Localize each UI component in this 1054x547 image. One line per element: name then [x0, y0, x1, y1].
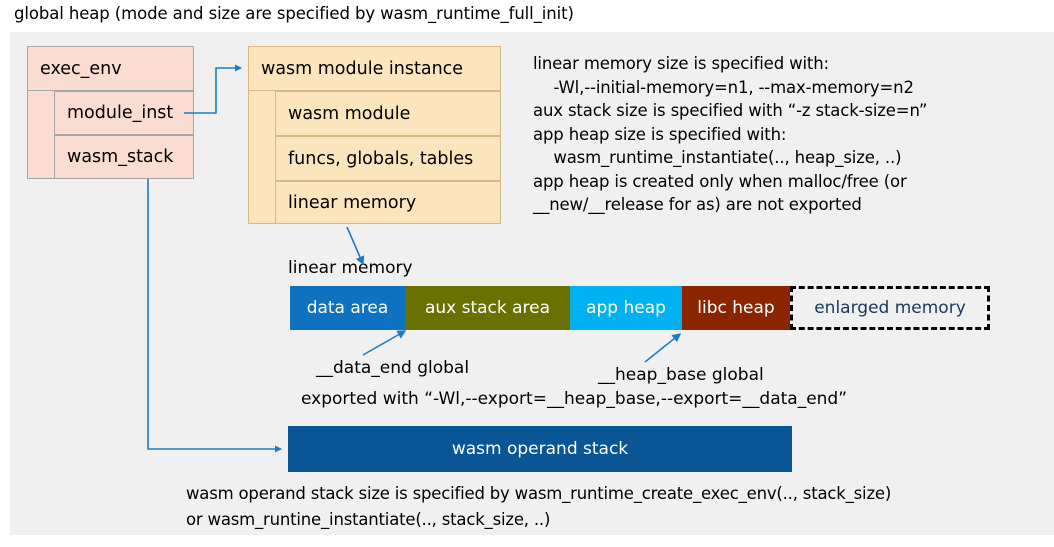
memory-segment-app-heap: app heap [570, 286, 682, 330]
linear-memory-bar: data area aux stack area app heap libc h… [290, 286, 990, 330]
exec-env-field-module-inst: module_inst [54, 91, 194, 135]
module-instance-field-wasm-module: wasm module [275, 91, 501, 136]
memory-segment-libc-heap-label: libc heap [697, 298, 775, 318]
memory-segment-libc-heap: libc heap [682, 286, 790, 330]
exec-env-field-module-inst-label: module_inst [67, 103, 174, 123]
exec-env-header-row: exec_env [27, 46, 194, 91]
exec-env-field-wasm-stack: wasm_stack [54, 135, 194, 179]
memory-segment-enlarged-memory-label: enlarged memory [814, 298, 966, 318]
module-instance-header-label: wasm module instance [261, 58, 464, 79]
module-instance-field-funcs-globals-tables-label: funcs, globals, tables [288, 148, 474, 169]
wasm-operand-stack-box: wasm operand stack [288, 426, 792, 472]
callout-heap-base: __heap_base global [598, 365, 764, 385]
memory-segment-enlarged-memory: enlarged memory [790, 286, 990, 330]
wasm-operand-stack-label: wasm operand stack [451, 439, 629, 459]
operand-stack-notes: wasm operand stack size is specified by … [186, 484, 892, 529]
linear-memory-notes: linear memory size is specified with: -W… [533, 54, 928, 214]
linear-memory-bar-caption: linear memory [288, 258, 413, 278]
page-title: global heap (mode and size are specified… [14, 4, 574, 23]
module-instance-field-linear-memory-label: linear memory [288, 192, 417, 213]
memory-segment-app-heap-label: app heap [586, 298, 666, 318]
memory-segment-aux-stack-area-label: aux stack area [424, 298, 551, 318]
module-instance-field-wasm-module-label: wasm module [288, 103, 411, 124]
memory-segment-aux-stack-area: aux stack area [405, 286, 570, 330]
memory-segment-data-area-label: data area [306, 298, 389, 318]
module-instance-header-row: wasm module instance [248, 46, 501, 91]
callout-exported-with: exported with “-Wl,--export=__heap_base,… [301, 389, 848, 409]
memory-segment-data-area: data area [290, 286, 405, 330]
exec-env-field-wasm-stack-label: wasm_stack [67, 147, 174, 167]
exec-env-header-label: exec_env [40, 58, 122, 79]
module-instance-field-funcs-globals-tables: funcs, globals, tables [275, 136, 501, 181]
module-instance-field-linear-memory: linear memory [275, 181, 501, 224]
callout-data-end: __data_end global [316, 358, 470, 378]
